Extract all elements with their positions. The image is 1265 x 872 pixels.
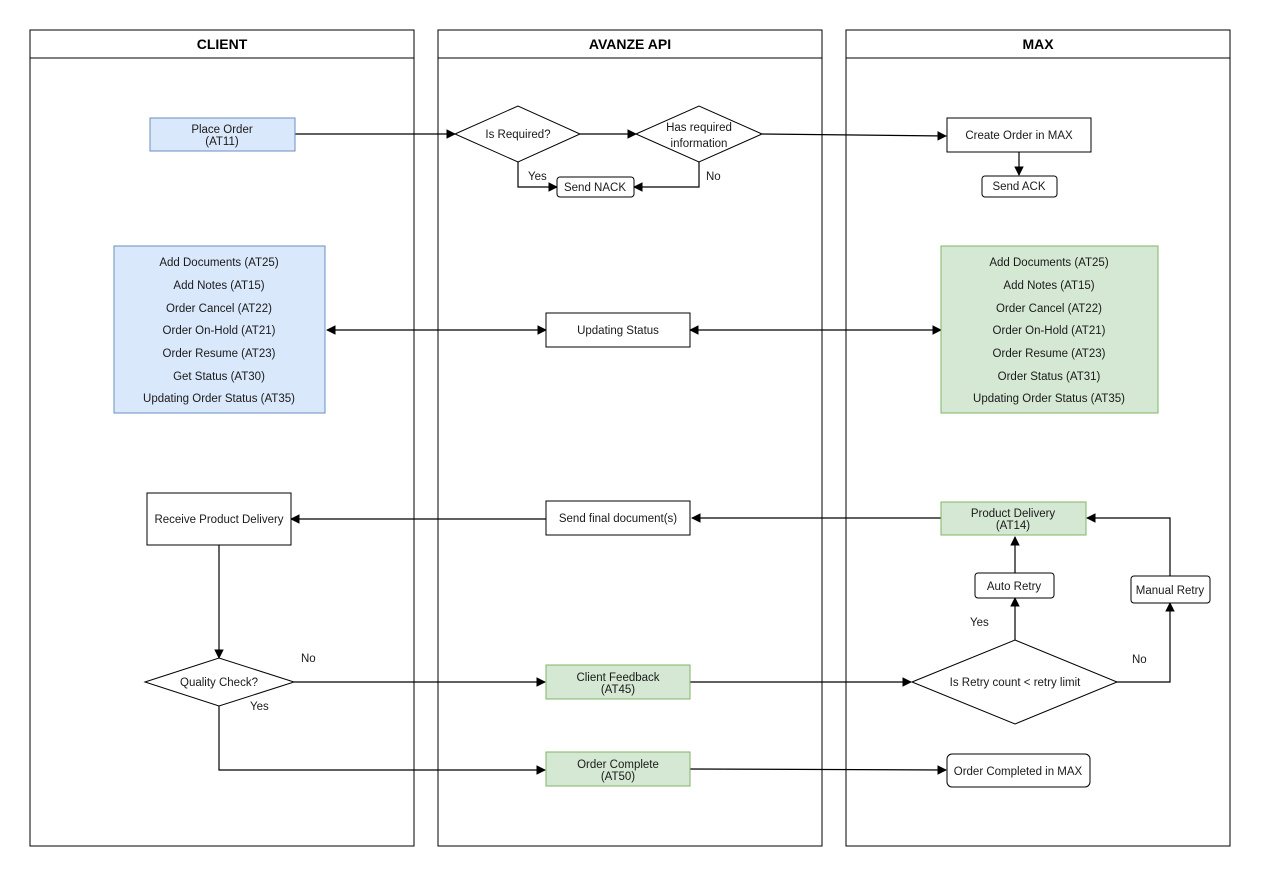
edge-complete-to-maxdone <box>689 765 947 775</box>
max-action-item: Add Documents (AT25) <box>989 257 1108 269</box>
max-action-item: Add Notes (AT15) <box>1003 280 1094 292</box>
svg-text:Create Order in MAX: Create Order in MAX <box>965 130 1073 142</box>
max-action-item: Order On-Hold (AT21) <box>993 325 1106 337</box>
node-send-nack: Send NACK <box>556 176 635 198</box>
client-action-item: Updating Order Status (AT35) <box>143 393 295 405</box>
node-is-required: Is Required? <box>453 105 582 163</box>
svg-text:information: information <box>671 138 728 150</box>
edge-quality-to-complete <box>218 706 546 775</box>
max-action-item: Order Status (AT31) <box>998 371 1101 383</box>
svg-text:(AT50): (AT50) <box>601 771 635 783</box>
node-has-required: Has required information <box>634 105 764 163</box>
svg-text:Place Order: Place Order <box>191 124 253 136</box>
node-receive-delivery: Receive Product Delivery <box>146 492 292 546</box>
svg-text:Quality Check?: Quality Check? <box>180 677 258 689</box>
node-place-order: Place Order (AT11) <box>149 117 296 152</box>
edge-required-to-nack <box>517 162 558 192</box>
edge-label-no-quality: No <box>301 653 316 665</box>
svg-text:Is Required?: Is Required? <box>485 129 550 141</box>
client-action-item: Order Cancel (AT22) <box>166 303 272 315</box>
node-quality-check: Quality Check? <box>143 657 296 707</box>
node-manual-retry: Manual Retry <box>1130 575 1211 604</box>
client-action-item: Add Notes (AT15) <box>173 280 264 292</box>
edge-manual-to-delivery <box>1086 513 1171 576</box>
client-action-item: Order Resume (AT23) <box>163 348 276 360</box>
max-action-item: Order Resume (AT23) <box>993 348 1106 360</box>
svg-text:Order Complete: Order Complete <box>577 759 659 771</box>
edge-retry-to-manual <box>1116 602 1175 683</box>
edge-has-to-create <box>761 131 947 141</box>
lane-api: AVANZE API <box>437 29 823 847</box>
node-client-actions: Add Documents (AT25) Add Notes (AT15) Or… <box>113 245 326 414</box>
client-action-item: Order On-Hold (AT21) <box>163 325 276 337</box>
node-order-completed-max: Order Completed in MAX <box>946 753 1091 788</box>
edge-label-yes-required: Yes <box>528 171 547 183</box>
node-updating-status: Updating Status <box>545 312 691 348</box>
client-action-item: Add Documents (AT25) <box>159 257 278 269</box>
node-create-order: Create Order in MAX <box>946 117 1092 153</box>
edge-has-to-nack <box>633 162 700 192</box>
svg-text:Client Feedback: Client Feedback <box>576 672 659 684</box>
lane-title-max: MAX <box>1022 36 1054 52</box>
node-send-final: Send final document(s) <box>545 500 691 536</box>
node-max-actions: Add Documents (AT25) Add Notes (AT15) Or… <box>940 245 1159 414</box>
node-auto-retry: Auto Retry <box>974 572 1055 599</box>
svg-text:Has required: Has required <box>666 122 732 134</box>
svg-text:(AT11): (AT11) <box>205 136 239 148</box>
svg-text:Send final document(s): Send final document(s) <box>559 513 677 525</box>
svg-text:(AT14): (AT14) <box>996 520 1030 532</box>
max-action-item: Order Cancel (AT22) <box>996 303 1102 315</box>
node-product-delivery: Product Delivery (AT14) <box>940 501 1087 536</box>
node-retry-check: Is Retry count < retry limit <box>910 639 1119 725</box>
svg-text:Auto Retry: Auto Retry <box>987 581 1042 593</box>
svg-text:Order Completed in MAX: Order Completed in MAX <box>954 766 1083 778</box>
svg-text:Manual Retry: Manual Retry <box>1136 585 1205 597</box>
lane-title-api: AVANZE API <box>589 36 671 52</box>
client-action-item: Get Status (AT30) <box>173 371 265 383</box>
lane-title-client: CLIENT <box>197 36 248 52</box>
edges <box>214 129 1175 775</box>
svg-text:Receive Product Delivery: Receive Product Delivery <box>154 514 283 526</box>
node-order-complete: Order Complete (AT50) <box>545 751 691 787</box>
svg-text:Updating Status: Updating Status <box>577 325 659 337</box>
edge-label-yes-retry: Yes <box>970 617 989 629</box>
node-send-ack: Send ACK <box>981 175 1058 198</box>
svg-text:Send NACK: Send NACK <box>564 182 626 194</box>
lane-client: CLIENT <box>29 29 415 847</box>
svg-text:Is Retry count < retry limit: Is Retry count < retry limit <box>950 677 1081 689</box>
edge-label-no-info: No <box>706 171 721 183</box>
svg-text:(AT45): (AT45) <box>601 684 635 696</box>
edge-label-no-retry: No <box>1132 654 1147 666</box>
node-client-feedback: Client Feedback (AT45) <box>545 664 691 700</box>
svg-text:Product Delivery: Product Delivery <box>971 508 1056 520</box>
svg-text:Send ACK: Send ACK <box>992 181 1045 193</box>
max-action-item: Updating Order Status (AT35) <box>973 393 1125 405</box>
edge-label-yes-quality: Yes <box>250 701 269 713</box>
